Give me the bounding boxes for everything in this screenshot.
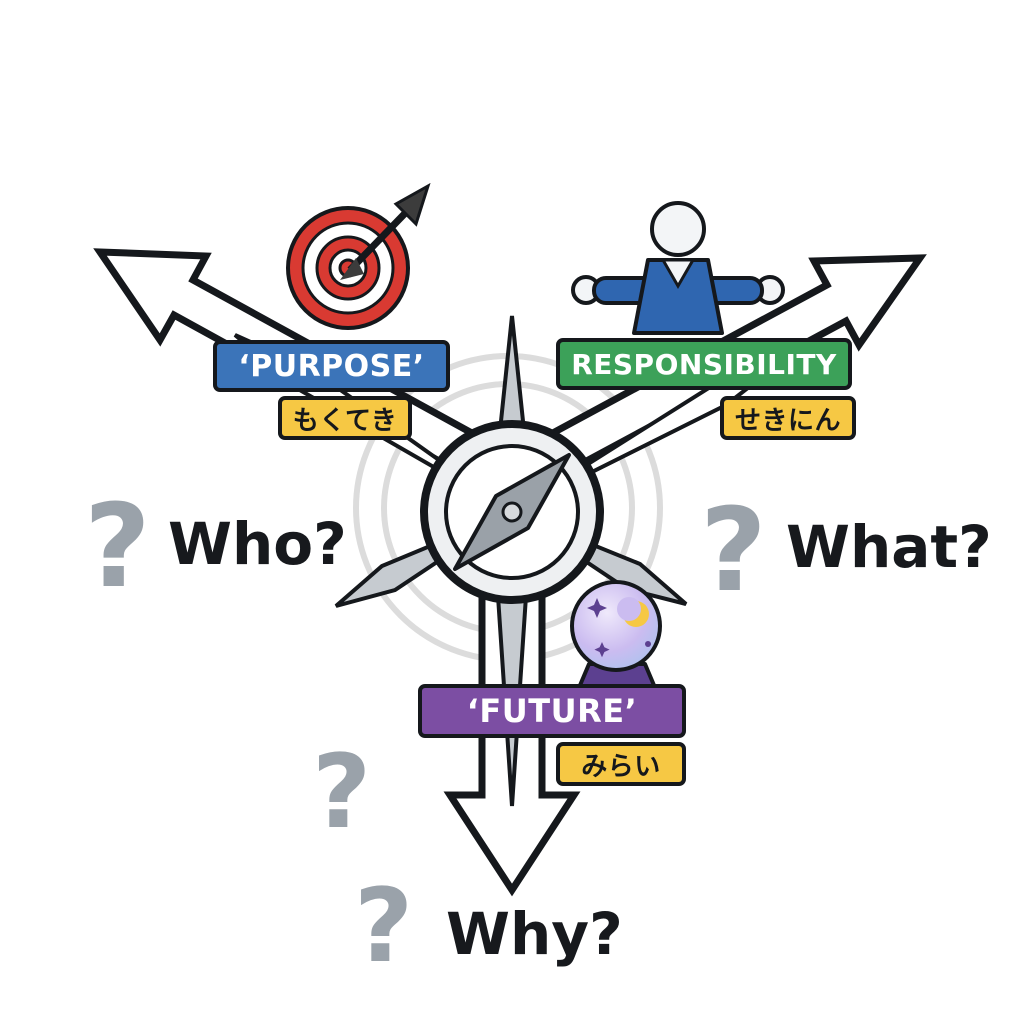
sparkle-icon	[587, 598, 607, 618]
question-who: Who?	[168, 510, 347, 578]
purpose-label-box: ‘PURPOSE’	[213, 340, 450, 392]
future-label-box: ‘FUTURE’	[418, 684, 686, 738]
target-icon	[286, 182, 431, 330]
purpose-japanese-badge: もくてき	[278, 396, 412, 440]
compass-hub	[501, 501, 523, 523]
person-icon	[571, 201, 785, 335]
dart-tip	[340, 258, 364, 280]
question-why: Why?	[446, 900, 623, 968]
compass-rose-icon	[420, 420, 604, 604]
question-mark-icon: ?	[354, 867, 414, 986]
sparkle-dot	[645, 641, 651, 647]
question-mark-icon: ?	[700, 484, 767, 618]
dart-fletching	[393, 182, 431, 227]
person-head	[650, 201, 706, 257]
crystal-ball-icon	[570, 580, 662, 692]
responsibility-japanese-badge: せきにん	[720, 396, 856, 440]
question-what: What?	[786, 513, 992, 581]
crystal-ball-globe	[570, 580, 662, 672]
future-japanese-badge: みらい	[556, 742, 686, 786]
sparkle-icon-small	[594, 642, 610, 658]
responsibility-label-box: RESPONSIBILITY	[556, 338, 852, 390]
question-mark-icon: ?	[84, 480, 151, 614]
person-collar	[660, 258, 696, 290]
question-mark-icon: ?	[312, 733, 372, 852]
